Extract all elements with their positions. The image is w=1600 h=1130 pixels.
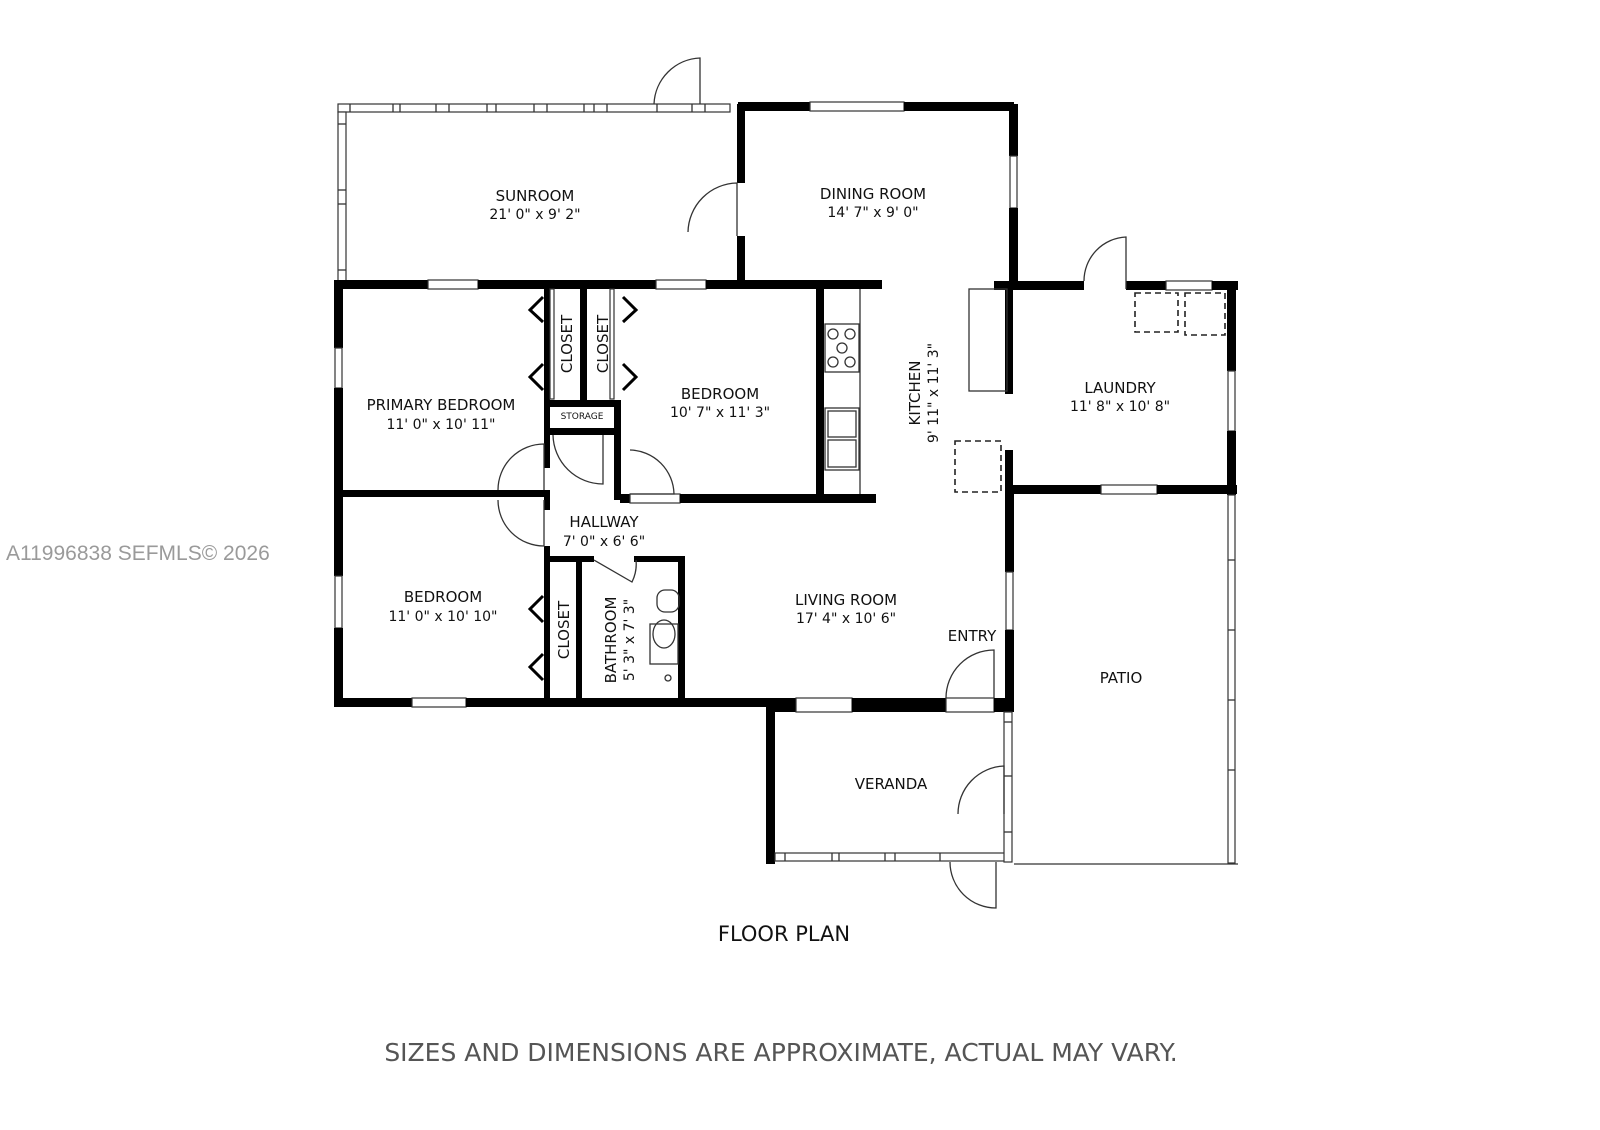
room-name-bedroom-2: BEDROOM [681, 385, 759, 403]
dryer-icon [1184, 292, 1226, 336]
door-icon [687, 182, 738, 236]
door-icon [593, 559, 637, 583]
door-icon [629, 449, 675, 495]
door-icon [957, 765, 1005, 815]
walls [334, 101, 1238, 865]
room-dims-bedroom-3: 11' 0" x 10' 10" [388, 609, 497, 625]
room-dims-laundry: 11' 8" x 10' 8" [1070, 399, 1170, 415]
laundry-fixtures [1134, 292, 1226, 336]
room-name-kitchen: KITCHEN [906, 361, 924, 426]
kitchen-fixtures [824, 288, 1008, 494]
door-icon [1083, 236, 1127, 289]
door-icon [497, 443, 545, 491]
washer-icon [1134, 292, 1179, 333]
disclaimer: SIZES AND DIMENSIONS ARE APPROXIMATE, AC… [384, 1038, 1177, 1067]
room-dims-primary-bedroom: 11' 0" x 10' 11" [386, 417, 495, 433]
room-dims-kitchen: 9' 11" x 11' 3" [926, 343, 942, 443]
room-name-sunroom: SUNROOM [496, 187, 575, 205]
room-dims-bathroom: 5' 3" x 7' 3" [622, 599, 638, 681]
door-icon [949, 861, 997, 909]
room-name-bedroom-3: BEDROOM [404, 588, 482, 606]
faucet-icon [664, 674, 672, 682]
room-name-laundry: LAUNDRY [1084, 379, 1156, 397]
room-name-storage: STORAGE [561, 412, 604, 422]
room-name-closet-1: CLOSET [558, 314, 576, 373]
door-icon [497, 499, 545, 547]
watermark: A11996838 SEFMLS© 2026 [6, 542, 270, 565]
room-name-veranda: VERANDA [855, 775, 928, 793]
appliance-icon [954, 440, 1002, 493]
doors [497, 182, 1127, 909]
island-icon [968, 288, 1008, 392]
room-name-patio: PATIO [1100, 669, 1143, 687]
room-name-closet-3: CLOSET [555, 600, 573, 659]
room-name-closet-2: CLOSET [594, 314, 612, 373]
room-name-bathroom: BATHROOM [602, 597, 620, 684]
room-name-living-room: LIVING ROOM [795, 591, 897, 609]
room-name-primary-bedroom: PRIMARY BEDROOM [367, 396, 516, 414]
room-name-dining-room: DINING ROOM [820, 185, 926, 203]
room-name-hallway: HALLWAY [569, 513, 639, 531]
room-dims-hallway: 7' 0" x 6' 6" [563, 534, 645, 550]
bathtub-icon [649, 623, 679, 665]
room-dims-bedroom-2: 10' 7" x 11' 3" [670, 405, 770, 421]
sink-icon [824, 407, 860, 471]
room-dims-sunroom: 21' 0" x 9' 2" [489, 207, 580, 223]
room-name-entry: ENTRY [948, 627, 997, 645]
sunroom-door-icon [653, 57, 701, 105]
toilet-icon [656, 589, 680, 613]
room-dims-dining-room: 14' 7" x 9' 0" [827, 205, 918, 221]
bathroom-fixtures [649, 589, 680, 682]
door-icon [945, 649, 995, 699]
stove-icon [824, 323, 860, 373]
plan-title: FLOOR PLAN [718, 922, 850, 946]
room-dims-living-room: 17' 4" x 10' 6" [796, 611, 896, 627]
door-icon [552, 434, 604, 485]
